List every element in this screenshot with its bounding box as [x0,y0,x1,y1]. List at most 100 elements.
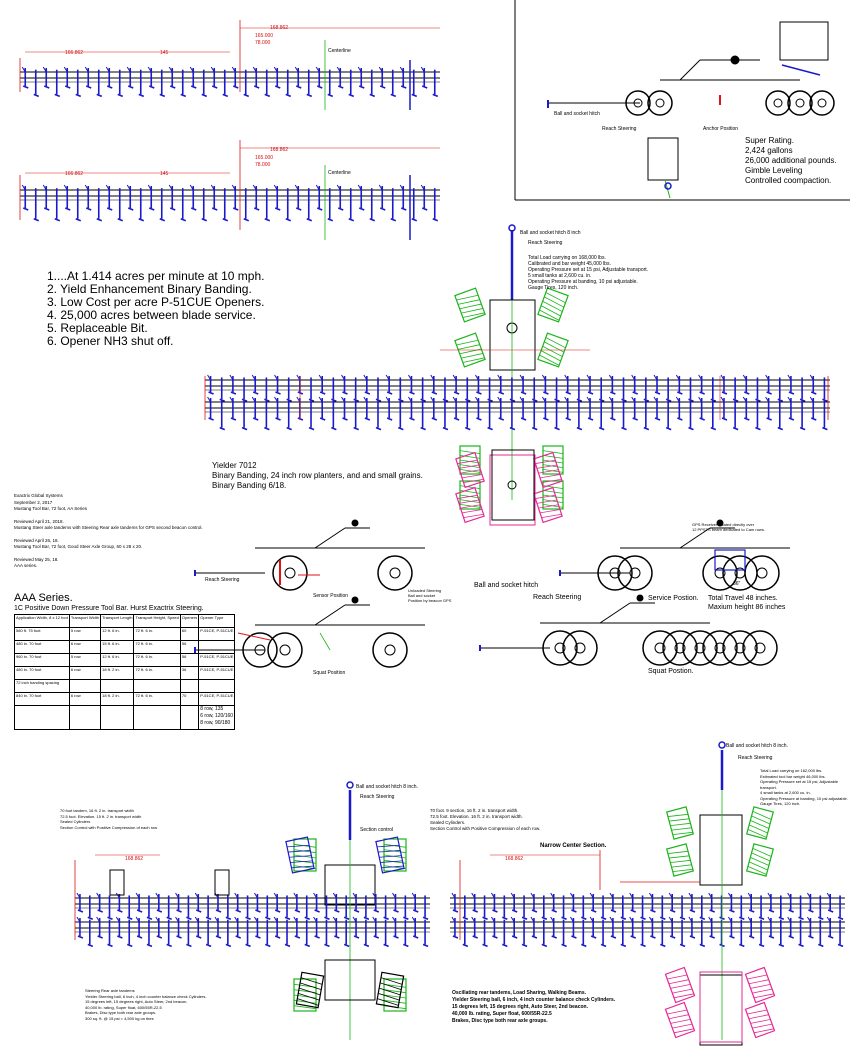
wheel [787,90,813,116]
side2-hub [254,644,266,656]
opener-foot [476,391,482,395]
opener-foot [810,391,817,395]
opener-arm [570,916,574,923]
opener-foot [472,935,478,939]
opener-arm [194,916,199,923]
opener-foot [665,426,672,431]
side4-wheel [722,630,758,666]
opener-arm [708,916,713,923]
opener-foot [96,93,103,98]
rear-tire [542,445,564,475]
opener-arm [541,374,546,381]
side2-green [319,632,331,651]
opener-foot [215,909,222,913]
opener-foot [492,909,498,913]
opener-arm [787,396,792,403]
bottom-right-ball: Ball and socket hitch 8 inch. [726,743,788,749]
opener-foot [87,943,94,948]
opener-foot [205,943,212,948]
side3-wheel [597,555,633,591]
opener-arm [234,892,239,899]
side4-hub [734,642,746,654]
opener-foot [581,916,587,920]
opener-foot [107,916,113,920]
opener-arm [411,916,416,923]
opener-foot [353,909,360,913]
opener-arm [698,396,703,403]
opener-foot [348,218,355,222]
opener-arm [708,892,713,899]
opener-foot [77,935,84,939]
side4-beacon [636,594,644,602]
opener-foot [235,909,242,913]
opener-foot [598,426,605,431]
hub [795,98,805,108]
opener-foot [393,935,399,939]
opener-foot [743,391,750,395]
rear-tire [542,480,564,510]
opener-arm [608,374,613,381]
opener-arm [332,892,337,899]
opener-foot [778,943,785,948]
opener-foot [117,93,124,98]
squat-position-label: Squat Position [313,670,346,676]
gauge-wheel [214,869,230,896]
opener-foot [699,943,706,948]
tank-outline-small [647,137,679,181]
tire-front-right-2 [537,332,569,368]
side4-wheel [542,630,578,666]
opener-arm [254,892,258,899]
bl-tire-steer [285,836,315,874]
sensor-position-label: Sensor Position [313,593,349,599]
opener-arm [629,892,634,899]
opener-foot [211,207,218,211]
opener-arm [273,892,278,899]
opener-arm [274,396,278,403]
side4-wheel [642,630,678,666]
opener-arm [378,66,383,73]
opener-foot [253,207,260,211]
opener-arm [530,916,535,923]
dim-label-10: 145 [160,171,169,177]
opener-foot [729,935,735,939]
opener-arm [653,396,658,403]
side4-hub [554,642,566,654]
opener-foot [127,207,134,211]
opener-foot [521,916,528,920]
opener-foot [264,916,271,920]
opener-arm [135,916,140,923]
opener-arm [155,916,160,923]
opener-arm [168,184,173,191]
dim-label-6: 168.862 [270,147,289,153]
opener-foot [710,426,717,431]
opener-foot [176,909,182,913]
ball-socket-label-top: Ball and socket hitch [554,111,600,117]
opener-foot [208,417,214,421]
opener-arm [510,892,515,899]
opener-foot [375,426,382,431]
wheel [809,90,835,116]
opener-arm [42,66,47,73]
opener-arm [787,892,792,899]
opener-foot [353,426,359,431]
opener-foot [677,391,683,395]
opener-foot [230,417,237,421]
opener-arm [688,892,693,899]
opener-foot [431,391,438,395]
opener-foot [383,916,389,920]
opener-foot [186,916,192,920]
opener-arm [807,892,811,899]
opener-arm [332,916,337,923]
opener-foot [190,85,197,89]
opener-foot [138,218,145,222]
opener-foot [498,417,505,421]
opener-arm [589,892,594,899]
side3-blue-box [714,549,746,571]
opener-foot [729,909,735,913]
opener-arm [609,892,614,899]
opener-arm [497,396,502,403]
opener-foot [297,391,304,395]
opener-arm [385,396,390,403]
opener-arm [747,892,752,899]
